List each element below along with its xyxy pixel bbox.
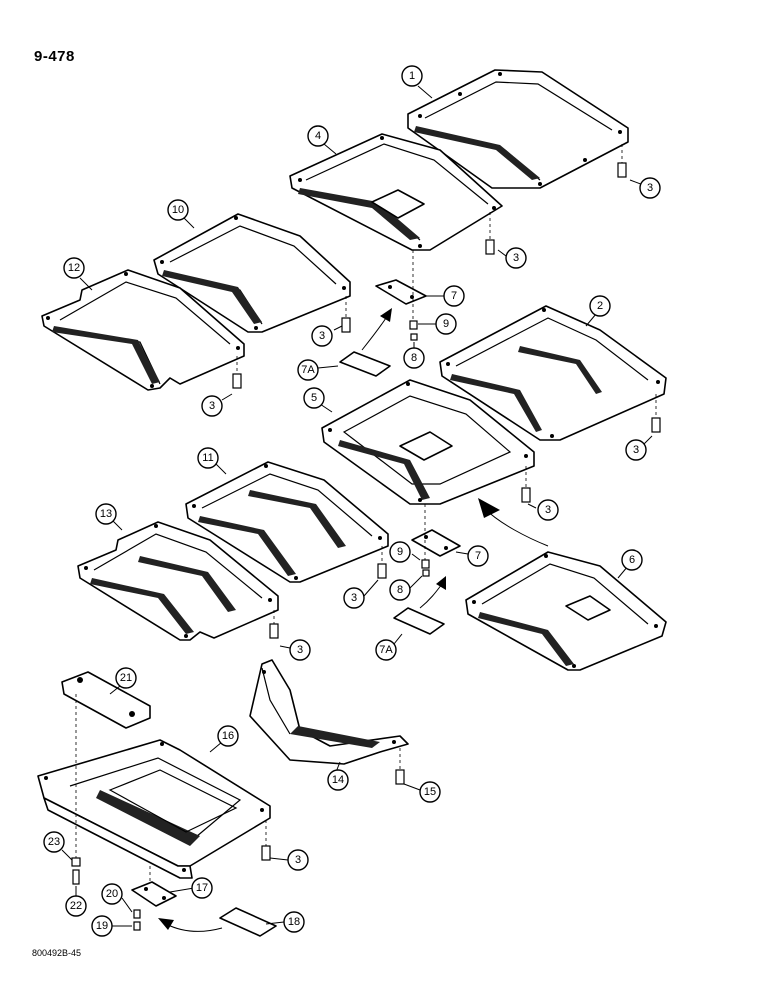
svg-text:12: 12 [68,262,80,274]
svg-text:14: 14 [332,774,344,786]
pan-1-drawing [407,69,629,189]
svg-text:3: 3 [295,854,301,866]
svg-text:17: 17 [196,882,208,894]
callout-part-11: 11 [197,447,219,469]
callout-part-19: 19 [91,915,113,937]
svg-text:3: 3 [513,252,519,264]
pan-13-drawing [77,521,279,641]
callout-part-7a: 7A [375,639,397,661]
callout-part-17: 17 [191,877,213,899]
pan-16-drawing [37,739,271,879]
callout-part-4: 4 [307,125,329,147]
callout-part-5: 5 [303,387,325,409]
svg-text:21: 21 [120,672,132,684]
svg-text:3: 3 [545,504,551,516]
plate-18-drawing [219,907,277,937]
callout-part-13: 13 [95,503,117,525]
svg-text:3: 3 [209,400,215,412]
svg-text:8: 8 [411,352,417,364]
callout-part-8: 8 [403,347,425,369]
callout-part-3: 3 [287,849,309,871]
callout-part-3: 3 [625,439,647,461]
callout-part-7: 7 [467,545,489,567]
plate-7a-lower-drawing [393,607,445,635]
callout-part-7: 7 [443,285,465,307]
plate-7-upper-drawing [375,279,427,305]
callout-part-3: 3 [343,587,365,609]
callout-part-15: 15 [419,781,441,803]
callout-part-21: 21 [115,667,137,689]
callout-part-2: 2 [589,295,611,317]
svg-text:5: 5 [311,392,317,404]
assembly-lines [75,144,657,882]
svg-text:23: 23 [48,836,60,848]
plate-7a-upper-drawing [339,351,391,377]
callout-part-3: 3 [289,639,311,661]
callout-part-23: 23 [43,831,65,853]
svg-text:16: 16 [222,730,234,742]
callout-part-12: 12 [63,257,85,279]
svg-text:20: 20 [106,888,118,900]
svg-text:9: 9 [397,546,403,558]
svg-text:3: 3 [633,444,639,456]
svg-text:18: 18 [288,916,300,928]
page-number: 9-478 [34,48,75,65]
bracket-14-drawing [249,659,409,765]
callout-part-16: 16 [217,725,239,747]
pan-10-drawing [153,213,351,333]
callout-part-8: 8 [389,579,411,601]
curved-arrows [158,308,549,932]
svg-text:8: 8 [397,584,403,596]
callout-part-7a: 7A [297,359,319,381]
pan-5-drawing [321,379,535,505]
callout-part-20: 20 [101,883,123,905]
callout-part-3: 3 [505,247,527,269]
callout-part-14: 14 [327,769,349,791]
leader-lines [61,85,653,927]
svg-text:2: 2 [597,300,603,312]
svg-text:11: 11 [202,452,213,464]
callout-part-3: 3 [537,499,559,521]
svg-text:15: 15 [424,786,436,798]
bolts [71,162,661,931]
svg-text:22: 22 [70,900,82,912]
plate-21-drawing [61,671,151,729]
svg-text:3: 3 [297,644,303,656]
svg-text:7A: 7A [379,644,393,656]
svg-text:3: 3 [319,330,325,342]
svg-text:7A: 7A [301,364,315,376]
pan-6-drawing [465,551,667,671]
callout-part-22: 22 [65,895,87,917]
plate-17-drawing [131,881,177,907]
svg-text:7: 7 [475,550,481,562]
svg-text:9: 9 [443,318,449,330]
callout-part-9: 9 [435,313,457,335]
svg-text:4: 4 [315,130,321,142]
callout-part-10: 10 [167,199,189,221]
callout-part-3: 3 [311,325,333,347]
callout-part-3: 3 [639,177,661,199]
svg-text:10: 10 [172,204,184,216]
pan-2-drawing [439,305,667,441]
callout-part-6: 6 [621,549,643,571]
svg-text:19: 19 [96,920,108,932]
svg-text:7: 7 [451,290,457,302]
svg-text:3: 3 [647,182,653,194]
svg-text:13: 13 [100,508,112,520]
figure-code: 800492B-45 [32,948,82,958]
callout-part-18: 18 [283,911,305,933]
svg-text:3: 3 [351,592,357,604]
pan-11-drawing [185,461,389,583]
svg-text:6: 6 [629,554,635,566]
callout-part-1: 1 [401,65,423,87]
callout-part-9: 9 [389,541,411,563]
pan-12-drawing [41,269,245,391]
svg-text:1: 1 [409,70,415,82]
pan-4-drawing [289,133,503,251]
plate-7-lower-drawing [411,529,461,557]
callout-part-3: 3 [201,395,223,417]
